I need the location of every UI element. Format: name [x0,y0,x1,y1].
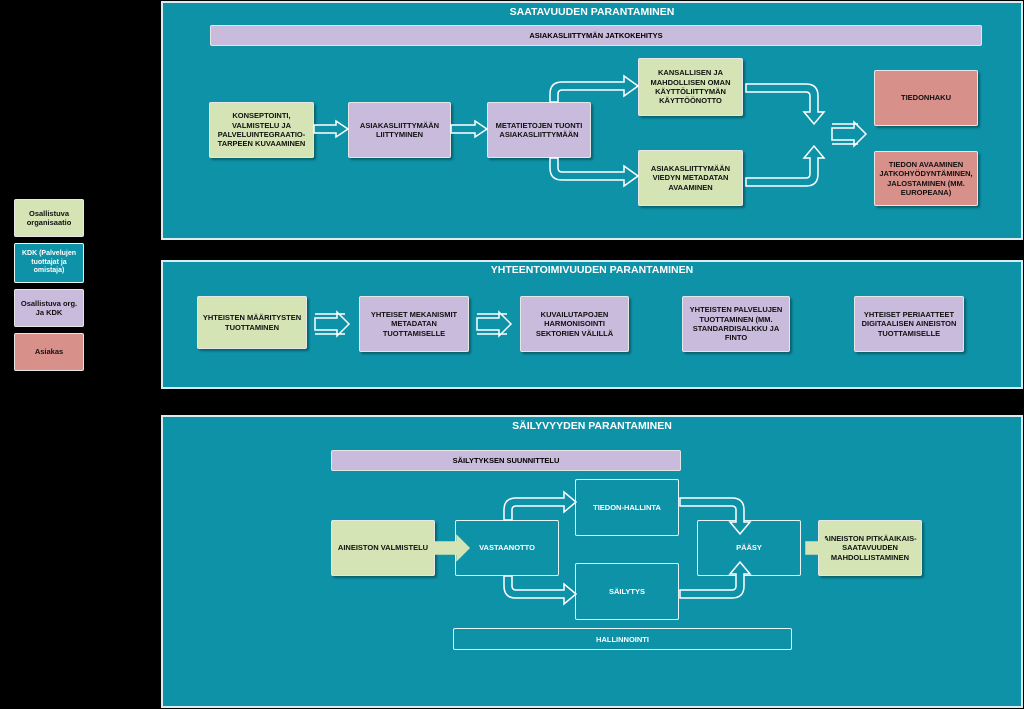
box-periaatteet: YHTEISET PERIAATTEET DIGITAALISEN AINEIS… [854,296,964,352]
box-paasy: PÄÄSY [697,520,801,576]
box-konseptointi: KONSEPTOINTI, VALMISTELU JA PALVELUINTEG… [209,102,314,158]
box-tiedon-avaaminen: TIEDON AVAAMINEN JATKOHYÖDYNTÄMINEN, JAL… [874,151,978,206]
box-palvelujen: YHTEISTEN PALVELUJEN TUOTTAMINEN (MM. ST… [682,296,790,352]
legend-green: Osallistuva organisaatio [14,199,84,237]
bar-asiakasliittyma: ASIAKASLIITTYMÄN JATKOKEHITYS [210,25,982,46]
legend-teal: KDK (Palvelujen tuottajat ja omistaja) [14,243,84,283]
panel-title: SÄILYVYYDEN PARANTAMINEN [512,420,672,432]
panel-title: YHTEENTOIMIVUUDEN PARANTAMINEN [490,264,694,276]
box-liittyminen: ASIAKASLIITTYMÄÄN LIITTYMINEN [348,102,451,158]
box-vastaanotto: VASTAANOTTO [455,520,559,576]
bar-hallinnointi: HALLINNOINTI [453,628,792,650]
box-kansallinen: KANSALLISEN JA MAHDOLLISEN OMAN KÄYTTÖLI… [638,58,743,116]
box-viedyn: ASIAKASLIITTYMÄÄN VIEDYN METADATAN AVAAM… [638,150,743,206]
box-tiedonhallinta: TIEDON-HALLINTA [575,479,679,536]
box-mekanismit: YHTEISET MEKANISMIT METADATAN TUOTTAMISE… [359,296,469,352]
box-tiedonhaku: TIEDONHAKU [874,70,978,126]
bar-sailytyksen-suunnittelu: SÄILYTYKSEN SUUNNITTELU [331,450,681,471]
box-maaritysten: YHTEISTEN MÄÄRITYSTEN TUOTTAMINEN [197,296,307,349]
box-metatiedot: METATIETOJEN TUONTI ASIAKASLIITTYMÄÄN [487,102,591,158]
legend-red: Asiakas [14,333,84,371]
box-kuvailutapojen: KUVAILUTAPOJEN HARMONISOINTI SEKTORIEN V… [520,296,629,352]
legend-purple: Osallistuva org. Ja KDK [14,289,84,327]
box-pitkaaikais: AINEISTON PITKÄAIKAIS-SAATAVUUDEN MAHDOL… [818,520,922,576]
box-sailytys: SÄILYTYS [575,563,679,620]
panel-title: SAATAVUUDEN PARANTAMINEN [509,6,675,18]
box-aineiston-valmistelu: AINEISTON VALMISTELU [331,520,435,576]
